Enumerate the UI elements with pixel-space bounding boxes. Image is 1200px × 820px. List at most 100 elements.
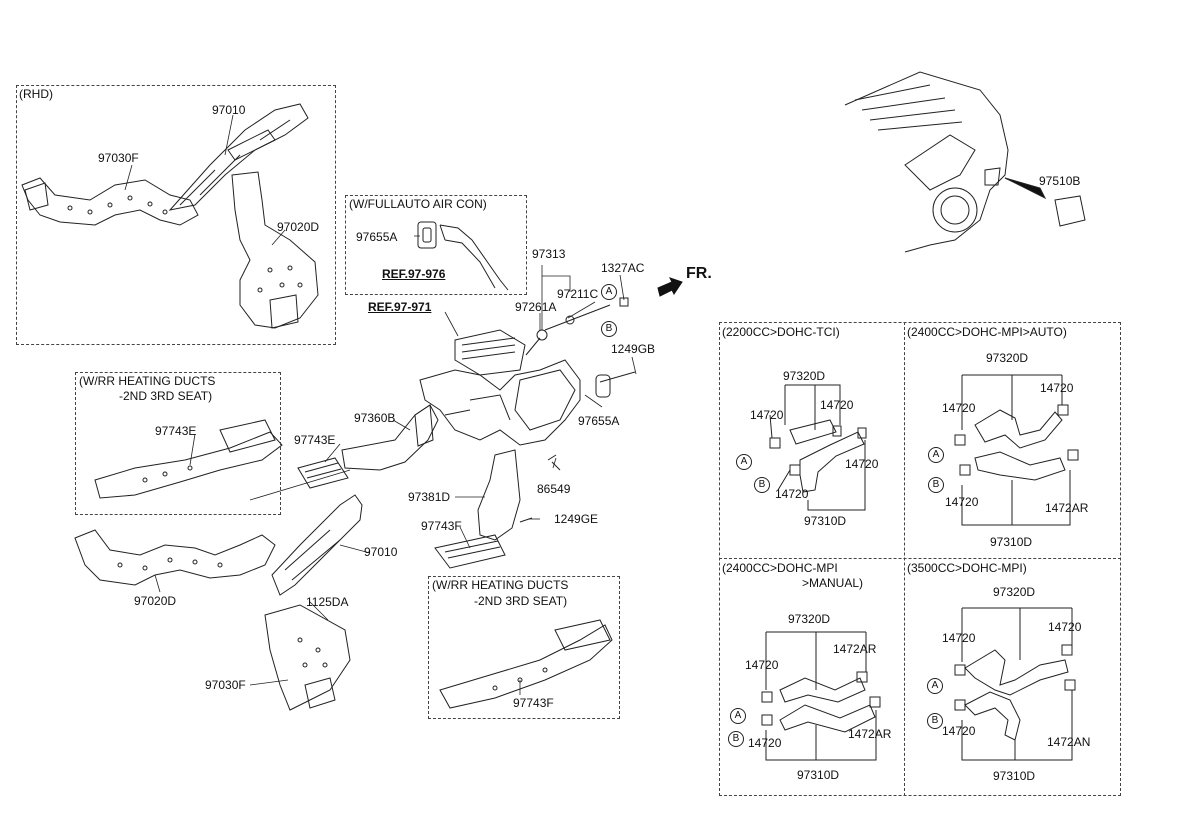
- tci-14720-a: 14720: [750, 408, 784, 422]
- part-1249ge: 1249GE: [554, 512, 599, 526]
- mpi-auto-14720-c: 14720: [945, 495, 979, 509]
- rr-heating-subtitle-2: -2ND 3RD SEAT): [474, 594, 568, 608]
- tci-97320d: 97320D: [783, 369, 826, 383]
- fullauto-title: (W/FULLAUTO AIR CON): [349, 197, 487, 211]
- part-97211c: 97211C: [557, 287, 599, 301]
- v3500-callout-b: B: [927, 713, 943, 729]
- ref-97-971[interactable]: REF.97-971: [368, 300, 432, 314]
- tci-callout-a: A: [736, 454, 752, 470]
- part-97020d-top: 97020D: [277, 220, 320, 234]
- rr-heating-title-2: (W/RR HEATING DUCTS: [432, 578, 569, 592]
- engine-grid: [719, 322, 1121, 796]
- hose-3500-drawing: [954, 607, 1076, 761]
- fullauto-box: [345, 195, 527, 295]
- mpi-auto-14720-a: 14720: [1040, 381, 1074, 395]
- part-97510b: 97510B: [1039, 174, 1081, 188]
- part-97010-top: 97010: [212, 103, 246, 117]
- part-97360b: 97360B: [354, 411, 396, 425]
- part-1249gb: 1249GB: [611, 342, 656, 356]
- front-direction-label: FR.: [686, 265, 712, 282]
- mpi-manual-97320d: 97320D: [788, 612, 831, 626]
- part-97381d: 97381D: [408, 490, 451, 504]
- vehicle-rear-drawing: [844, 71, 1047, 253]
- callout-a-central: A: [601, 284, 617, 300]
- mpi-auto-callout-b: B: [928, 477, 944, 493]
- leader-lines: [124, 114, 637, 695]
- part-97743f-box: 97743F: [513, 696, 554, 710]
- engine-mpi-auto-title: (2400CC>DOHC-MPI>AUTO): [907, 325, 1067, 339]
- engine-mpi-manual-subtitle: >MANUAL): [802, 576, 864, 590]
- fullauto-part-drawing: [417, 221, 509, 291]
- duct-97010-drawing: [271, 494, 363, 596]
- ref-97-976[interactable]: REF.97-976: [382, 267, 446, 281]
- front-arrow-icon: [657, 277, 683, 297]
- rr-duct-97743f-drawing: [439, 619, 613, 709]
- duct-97030f-drawing: [264, 604, 351, 711]
- tci-callout-b: B: [754, 477, 770, 493]
- duct-97020d-drawing: [74, 529, 276, 586]
- tci-97310d: 97310D: [804, 514, 847, 528]
- vent-97743e-drawing: [297, 457, 349, 489]
- engine-grid-hdivider: [719, 558, 1121, 559]
- engine-tci-title: (2200CC>DOHC-TCI): [722, 325, 840, 339]
- rhd-duct-97020d-drawing: [231, 171, 319, 329]
- part-97313: 97313: [532, 247, 566, 261]
- mpi-manual-callout-a: A: [730, 708, 746, 724]
- tci-14720-b: 14720: [820, 398, 854, 412]
- engine-3500-title: (3500CC>DOHC-MPI): [907, 561, 1027, 575]
- tci-14720-d: 14720: [775, 487, 809, 501]
- duct-97381d-drawing: [477, 449, 521, 541]
- mpi-auto-callout-a: A: [928, 447, 944, 463]
- mpi-auto-97320d: 97320D: [986, 351, 1029, 365]
- part-97510b-drawing: [1054, 195, 1086, 227]
- rr-heating-subtitle-1: -2ND 3RD SEAT): [119, 389, 213, 403]
- mpi-auto-97310d: 97310D: [990, 535, 1033, 549]
- part-1327ac: 1327AC: [601, 261, 645, 275]
- callout-b-central: B: [601, 321, 617, 337]
- rr-heating-box-2: [428, 576, 620, 719]
- mpi-manual-1472ar-a: 1472AR: [833, 642, 877, 656]
- part-97020d: 97020D: [134, 594, 177, 608]
- mpi-manual-callout-b: B: [728, 731, 744, 747]
- part-1125da: 1125DA: [306, 595, 349, 609]
- v3500-97320d: 97320D: [993, 585, 1036, 599]
- vent-97743f-drawing: [434, 534, 506, 569]
- part-97655a-box: 97655A: [356, 230, 398, 244]
- mpi-manual-14720-b: 14720: [748, 736, 782, 750]
- rr-duct-97743e-drawing: [94, 419, 283, 499]
- part-97030f-top: 97030F: [98, 151, 139, 165]
- part-97655a: 97655A: [578, 414, 620, 428]
- part-86549: 86549: [537, 482, 571, 496]
- hose-tci-drawing: [769, 384, 867, 511]
- v3500-14720-a: 14720: [942, 631, 976, 645]
- mpi-manual-97310d: 97310D: [797, 768, 840, 782]
- rhd-title: (RHD): [19, 87, 53, 101]
- hose-mpi-manual-drawing: [761, 631, 881, 761]
- v3500-97310d: 97310D: [993, 769, 1036, 783]
- mpi-auto-1472ar: 1472AR: [1045, 501, 1089, 515]
- hose-mpi-auto-drawing: [954, 374, 1079, 526]
- part-97743e-box: 97743E: [155, 424, 197, 438]
- part-97030f: 97030F: [205, 678, 246, 692]
- part-97010: 97010: [364, 545, 398, 559]
- tci-14720-c: 14720: [845, 457, 879, 471]
- part-97743f: 97743F: [421, 519, 462, 533]
- mpi-auto-14720-b: 14720: [942, 401, 976, 415]
- part-97261a: 97261A: [515, 300, 557, 314]
- mpi-manual-14720-a: 14720: [745, 658, 779, 672]
- central-bolt-parts-drawing: [519, 297, 636, 523]
- v3500-14720-b: 14720: [1048, 620, 1082, 634]
- v3500-callout-a: A: [927, 678, 943, 694]
- central-heater-unit-drawing: [419, 329, 581, 446]
- v3500-1472an: 1472AN: [1047, 735, 1091, 749]
- rhd-box: [16, 85, 336, 345]
- part-97743e: 97743E: [294, 433, 336, 447]
- engine-grid-vdivider: [904, 322, 905, 796]
- rr-heating-box-1: [75, 372, 281, 515]
- rr-heating-title-1: (W/RR HEATING DUCTS: [79, 374, 216, 388]
- v3500-14720-c: 14720: [942, 724, 976, 738]
- mpi-manual-1472ar-b: 1472AR: [848, 727, 892, 741]
- engine-mpi-manual-title: (2400CC>DOHC-MPI: [722, 561, 838, 575]
- rhd-duct-97030f-drawing: [21, 177, 199, 226]
